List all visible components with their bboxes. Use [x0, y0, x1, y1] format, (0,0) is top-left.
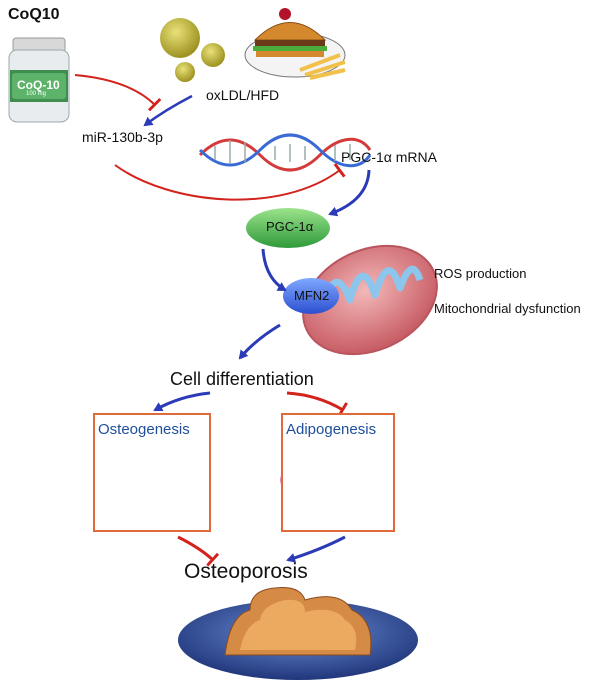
mitochondrial-dysfunction-label: Mitochondrial dysfunction	[434, 301, 581, 316]
differentiation-inhibits-adipogenesis-arrow	[286, 391, 348, 418]
coq10-bottle-icon	[8, 37, 70, 123]
stimulus-to-mirna-arrow	[143, 94, 193, 127]
mfn2-node	[283, 278, 339, 314]
osteoporosis-label: Osteoporosis	[184, 560, 308, 583]
mirna-label: miR-130b-3p	[82, 129, 163, 145]
adipogenesis-label: Adipogenesis	[286, 421, 377, 438]
stimulus-label: oxLDL/HFD	[206, 87, 280, 103]
coq10-bottle-sublabel: 100 mg	[26, 91, 47, 97]
mfn2-to-differentiation-arrow	[238, 323, 281, 360]
osteogenesis-inhibits-osteoporosis-arrow	[177, 535, 220, 567]
differentiation-to-osteogenesis-arrow	[153, 391, 211, 412]
coq10-title: CoQ10	[8, 6, 60, 23]
mrna-helix-icon	[198, 133, 372, 172]
osteogenesis-label: Osteogenesis	[98, 421, 190, 438]
coq10-bottle-label: CoQ-10	[17, 78, 60, 92]
pgc1a-node	[246, 208, 330, 248]
osteogenesis-box	[93, 413, 211, 532]
mitochondrion-icon	[302, 244, 438, 356]
mirna-inhibits-mrna-arrow	[114, 162, 346, 201]
adipogenesis-box	[281, 413, 395, 532]
coq10-inhibits-stimulus-arrow	[74, 74, 162, 112]
pgc1a-label: PGC-1α	[266, 219, 314, 234]
mfn2-label: MFN2	[294, 288, 330, 303]
mrna-to-pgc1a-arrow	[328, 169, 371, 217]
adipogenesis-to-osteoporosis-arrow	[286, 535, 346, 563]
high-fat-food-icon	[244, 8, 346, 80]
ros-production-label: ROS production	[434, 266, 527, 281]
osteoporotic-bone-icon	[178, 587, 418, 680]
oxldl-particles-icon	[160, 18, 225, 82]
mrna-label: PGC-1α mRNA	[341, 149, 437, 165]
cell-differentiation-label: Cell differentiation	[170, 369, 314, 389]
pgc1a-to-mfn2-arrow	[261, 248, 287, 292]
